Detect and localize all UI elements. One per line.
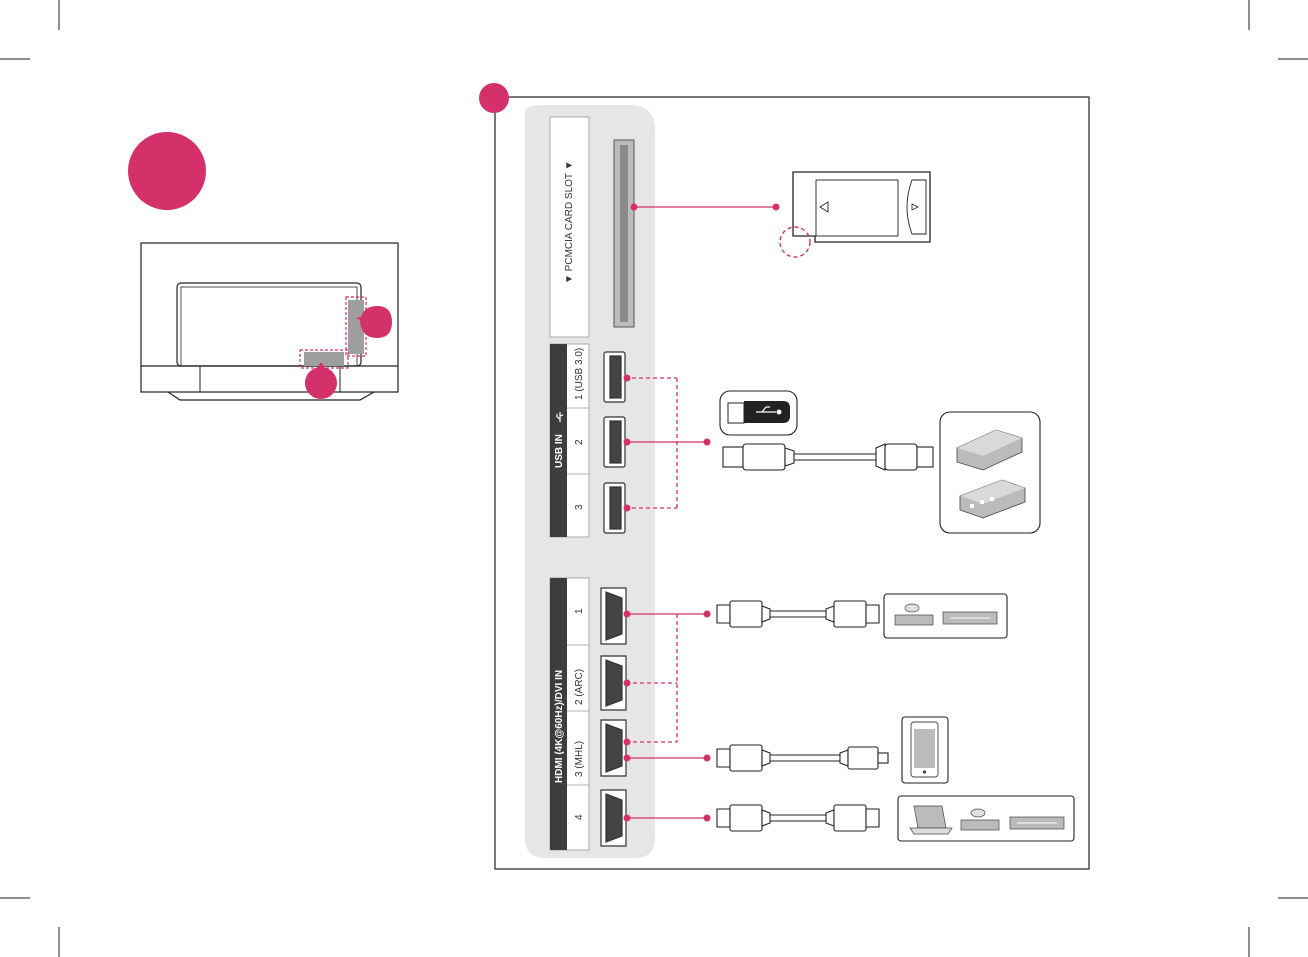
tv-rear-thumbnail — [141, 243, 398, 400]
smartphone-box — [902, 717, 948, 783]
usb-port-2-label: 2 — [574, 439, 585, 445]
hdmi-header-label: HDMI (4K@60Hz)/DVI IN — [554, 670, 565, 783]
hdmi-4-devices-box — [898, 796, 1074, 841]
smartphone-icon — [911, 722, 938, 777]
usb-port-1-label: 1 (USB 3.0) — [574, 348, 585, 400]
hdmi-port-3-label: 3 (MHL) — [574, 741, 585, 777]
frame-marker-circle — [479, 83, 509, 113]
usb-flash-drive-icon — [720, 391, 797, 435]
step-marker-circle — [128, 132, 206, 210]
set-top-box-icon — [1010, 817, 1064, 829]
usb-port-3-label: 3 — [574, 504, 585, 510]
usb-ports — [604, 352, 625, 533]
hdmi-1-devices-box — [884, 594, 1007, 638]
usb-devices-box — [940, 412, 1040, 533]
hdmi-port-4-label: 4 — [574, 814, 585, 820]
hdmi-port-2-label: 2 (ARC) — [574, 669, 585, 705]
hdmi-port-1-label: 1 — [574, 608, 585, 614]
port-panel — [525, 105, 655, 858]
pcmcia-label: ▼ PCMCIA CARD SLOT ▼ — [564, 160, 575, 284]
usb-in-label: USB IN — [554, 434, 565, 468]
set-top-box-icon — [943, 612, 997, 624]
